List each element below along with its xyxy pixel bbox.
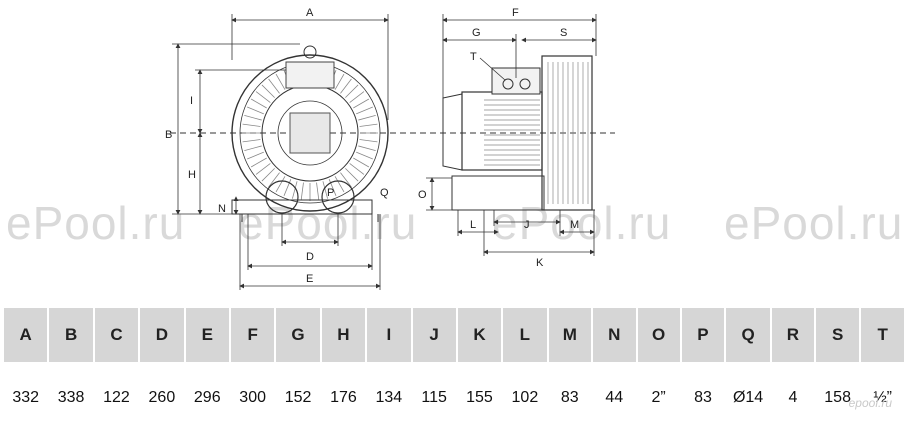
label-M: M (570, 219, 579, 231)
value-cell-O: 2” (651, 389, 666, 406)
header-cell-P: P (681, 308, 725, 362)
label-T: T (470, 51, 477, 63)
header-cell-A: A (4, 308, 48, 362)
value-cell-S: 158 (824, 389, 851, 406)
label-A: A (306, 7, 314, 19)
label-Q: Q (380, 187, 389, 199)
label-J: J (524, 219, 530, 231)
value-cell-D: 260 (148, 389, 176, 406)
header-cell-S: S (815, 308, 860, 362)
label-N: N (218, 203, 226, 215)
label-E: E (306, 273, 313, 285)
header-cell-H: H (321, 308, 366, 362)
header-cell-D: D (140, 308, 184, 362)
value-cell-K: 155 (466, 389, 493, 406)
value-cell-L: 102 (511, 389, 539, 406)
label-P: P (327, 187, 334, 199)
value-cell-M: 83 (560, 389, 579, 406)
value-cell-R: 4 (788, 389, 798, 406)
value-cell-T: ½” (873, 389, 892, 406)
value-cell-Q: Ø14 (732, 389, 764, 406)
header-cell-B: B (49, 308, 93, 362)
value-cell-G: 152 (284, 389, 312, 406)
value-cell-F: 300 (239, 389, 266, 406)
blower-drawing-svg: A B I H N P Q D E F G S T O L J M K (165, 7, 615, 290)
header-cell-C: C (94, 308, 139, 362)
label-D: D (306, 251, 314, 263)
header-cell-J: J (412, 308, 456, 362)
header-cell-F: F (230, 308, 275, 362)
side-dimensions (426, 14, 597, 256)
label-S: S (560, 27, 567, 39)
label-I: I (190, 95, 193, 107)
value-cell-A: 332 (12, 389, 40, 406)
label-B: B (165, 129, 172, 141)
label-F: F (512, 7, 519, 19)
label-L: L (470, 219, 476, 231)
label-K: K (536, 257, 544, 269)
header-cell-I: I (367, 308, 411, 362)
header-cell-N: N (593, 308, 636, 362)
front-view (231, 45, 389, 222)
header-cell-G: G (276, 308, 320, 362)
label-G: G (472, 27, 481, 39)
side-view (442, 55, 595, 211)
value-cell-C: 122 (103, 389, 130, 406)
label-H: H (188, 169, 196, 181)
value-cell-B: 338 (57, 389, 85, 406)
header-cell-Q: Q (726, 308, 770, 362)
header-cell-M: M (548, 308, 592, 362)
value-cell-I: 134 (375, 389, 403, 406)
label-O: O (418, 189, 427, 201)
header-cell-K: K (457, 308, 502, 362)
value-cell-J: 115 (421, 389, 447, 406)
value-cell-N: 44 (605, 389, 624, 406)
header-cell-O: O (637, 308, 680, 362)
header-cell-T: T (861, 308, 904, 362)
value-cell-E: 296 (193, 389, 221, 406)
value-cell-P: 83 (694, 389, 712, 406)
header-cell-R: R (771, 308, 814, 362)
watermark-1: ePool.ru (6, 197, 186, 249)
header-cell-E: E (185, 308, 229, 362)
header-cell-L: L (503, 308, 547, 362)
value-cell-H: 176 (330, 389, 357, 406)
front-dimensions (172, 14, 389, 290)
watermark-4: ePool.ru (724, 197, 904, 249)
site-logo: epool.ru (848, 396, 892, 410)
